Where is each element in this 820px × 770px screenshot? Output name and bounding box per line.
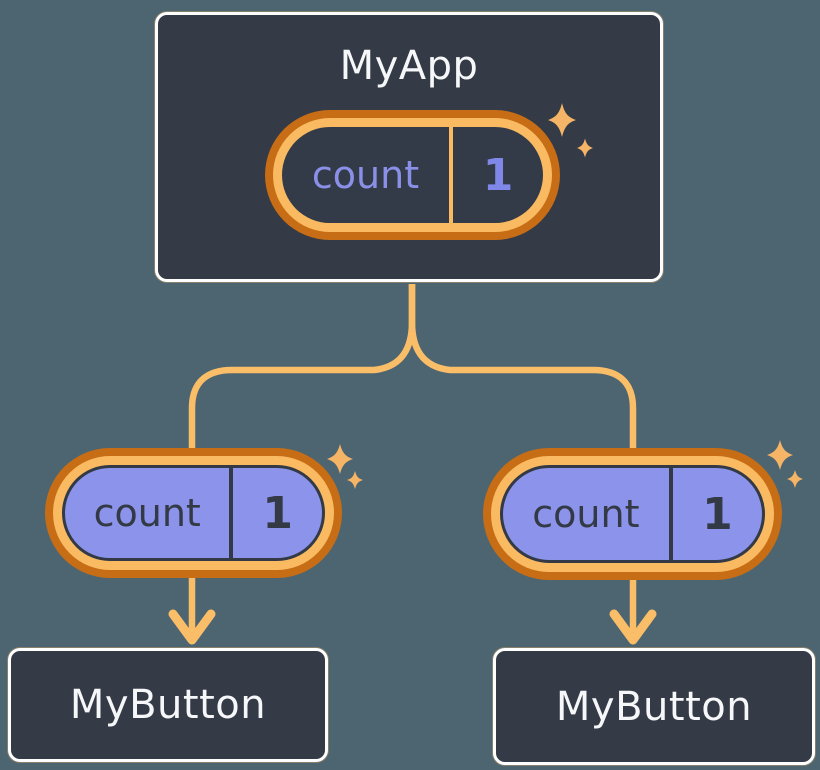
sparkle-star-big xyxy=(548,103,576,137)
prop-pill-core: count 1 xyxy=(62,465,325,561)
state-pill-count: count 1 xyxy=(265,110,560,240)
sparkle-star-small xyxy=(347,471,363,489)
node-mybutton-title: MyButton xyxy=(555,683,753,730)
state-pill-value: 1 xyxy=(449,127,543,223)
node-mybutton-right: MyButton xyxy=(493,648,815,765)
sparkle-star-big xyxy=(327,444,353,474)
node-myapp-title: MyApp xyxy=(339,43,479,89)
prop-pill-count-left: count 1 xyxy=(45,448,342,578)
sparkle-star-small xyxy=(577,138,593,158)
arrowhead-down-left-icon xyxy=(168,609,216,645)
sparkle-icon xyxy=(548,103,593,158)
prop-pill-value: 1 xyxy=(668,468,762,560)
prop-pill-label: count xyxy=(93,491,201,535)
prop-pill-label: count xyxy=(532,492,640,536)
connector-branch-right xyxy=(408,284,637,632)
sparkle-icon xyxy=(767,440,803,488)
sparkle-star-big xyxy=(767,440,793,470)
prop-pill-value: 1 xyxy=(229,468,322,558)
state-pill-label: count xyxy=(311,153,420,197)
prop-pill-ring: count 1 xyxy=(491,456,774,572)
node-mybutton-left: MyButton xyxy=(8,648,328,762)
state-pill-core: count 1 xyxy=(282,127,543,223)
arrowhead-down-right-icon xyxy=(609,609,657,645)
prop-pill-ring: count 1 xyxy=(53,456,334,570)
state-pill-ring: count 1 xyxy=(273,118,552,232)
connector-branch-left xyxy=(188,284,416,632)
sparkle-icon xyxy=(327,444,363,489)
prop-pill-count-right: count 1 xyxy=(483,448,782,580)
prop-pill-core: count 1 xyxy=(500,465,765,563)
node-mybutton-title: MyButton xyxy=(69,682,267,728)
sparkle-star-small xyxy=(787,470,803,488)
